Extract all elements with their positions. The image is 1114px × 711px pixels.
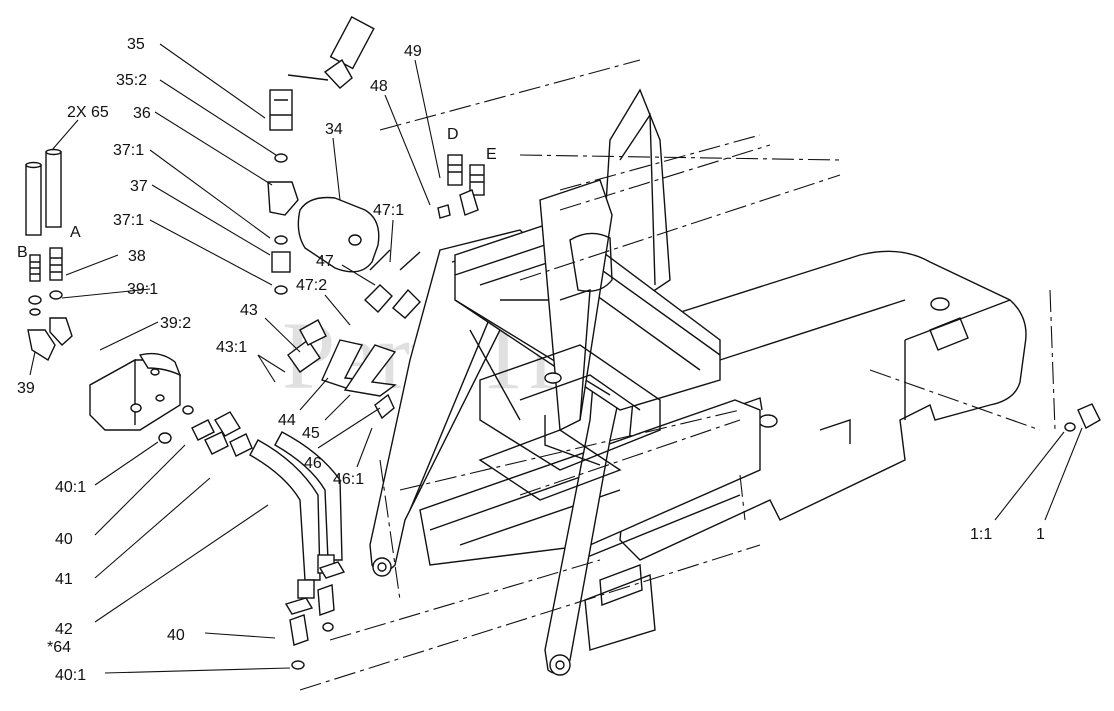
callout-47-1: 47:1 — [373, 202, 404, 219]
callout-34: 34 — [325, 121, 343, 138]
callout-1-1: 1:1 — [970, 526, 992, 543]
callout-b: B — [17, 244, 28, 261]
callout-37: 37 — [130, 178, 148, 195]
frame-rear-plate — [619, 250, 1027, 561]
callout-64: *64 — [47, 639, 71, 656]
callout-47-2: 47:2 — [296, 277, 327, 294]
callout-35-2: 35:2 — [116, 72, 147, 89]
callout-40-b: 40 — [167, 627, 185, 644]
callout-38: 38 — [128, 248, 146, 265]
adapter-36 — [267, 181, 299, 216]
callout-labels: 35 35:2 36 37:1 37 37:1 34 2X 65 A B 38 … — [17, 36, 1045, 684]
fittings-47 — [363, 249, 421, 319]
callout-2x65: 2X 65 — [67, 104, 109, 121]
callout-43-1: 43:1 — [216, 339, 247, 356]
callout-40: 40 — [55, 531, 73, 548]
brackets-43-46 — [287, 319, 397, 420]
callout-35: 35 — [127, 36, 145, 53]
frame-assembly — [299, 59, 1056, 691]
callout-48: 48 — [370, 78, 388, 95]
hydraulic-pump — [89, 352, 182, 431]
callout-49: 49 — [404, 43, 422, 60]
callout-37-1-b: 37:1 — [113, 212, 144, 229]
fitting-b-assembly — [27, 254, 56, 362]
elbow-39 — [27, 329, 56, 362]
callout-39-2: 39:2 — [160, 315, 191, 332]
frame-slot — [929, 317, 969, 351]
frame-center-post — [539, 179, 613, 432]
callout-46-1: 46:1 — [333, 471, 364, 488]
leader-lines — [29, 43, 1083, 674]
fitting-37 — [271, 251, 291, 273]
hose-42a — [249, 439, 321, 581]
callout-1: 1 — [1036, 526, 1045, 543]
frame-rear-inner — [904, 299, 1011, 341]
hose-42b — [274, 431, 343, 561]
callout-a: A — [70, 224, 81, 241]
filter-34 — [297, 196, 380, 273]
fittings-40-41 — [158, 405, 346, 670]
callout-43: 43 — [240, 302, 258, 319]
callout-39-1: 39:1 — [127, 281, 158, 298]
callout-40-1-b: 40:1 — [55, 667, 86, 684]
callout-40-1: 40:1 — [55, 479, 86, 496]
filter-assembly — [267, 15, 380, 295]
callout-44: 44 — [278, 412, 296, 429]
tube-outline-1 — [379, 59, 641, 131]
fitting-a-assembly — [49, 247, 73, 346]
callout-37-1: 37:1 — [113, 142, 144, 159]
callout-42: 42 — [55, 621, 73, 638]
fittings-de — [437, 154, 485, 219]
callout-36: 36 — [133, 105, 151, 122]
callout-45: 45 — [302, 425, 320, 442]
callout-e: E — [486, 146, 497, 163]
fitting-43 — [287, 338, 321, 373]
callout-41: 41 — [55, 571, 73, 588]
fitting-40-lower — [289, 614, 309, 646]
bracket-45 — [343, 344, 397, 397]
fitting-35 — [269, 89, 293, 131]
callout-47: 47 — [316, 253, 334, 270]
callout-d: D — [447, 126, 459, 143]
callout-39: 39 — [17, 380, 35, 397]
plug-1 — [1064, 403, 1101, 432]
tubes-65 — [25, 148, 62, 236]
fitting-46 — [374, 393, 395, 420]
callout-46: 46 — [304, 455, 322, 472]
